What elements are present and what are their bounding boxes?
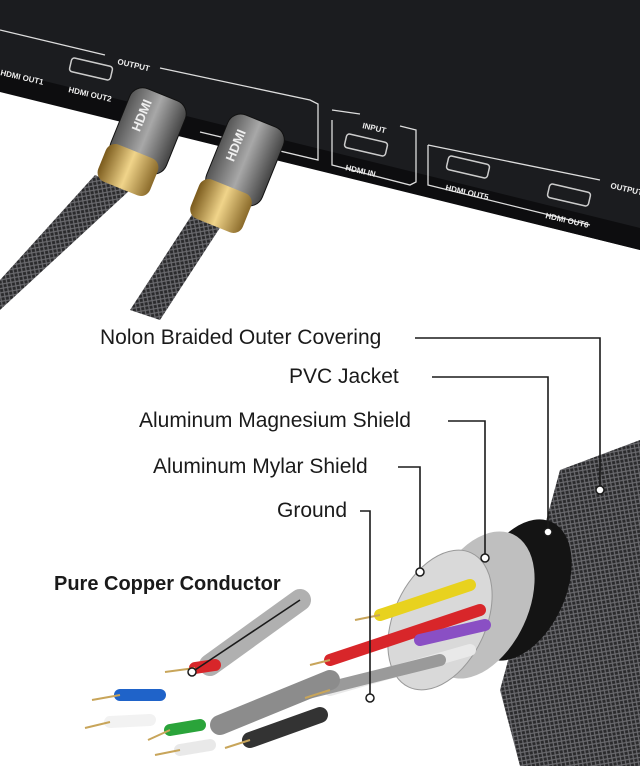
- callout-copper-conductor: Pure Copper Conductor: [54, 573, 281, 595]
- callout-ground: Ground: [277, 499, 348, 522]
- callout-pvc-jacket: PVC Jacket: [289, 365, 399, 388]
- hdmi-cable-plugs: HDMI HDMI: [0, 87, 285, 320]
- callout-magnesium-shield: Aluminum Magnesium Shield: [139, 409, 411, 432]
- callout-dots: [187, 485, 605, 703]
- callout-mylar-shield: Aluminum Mylar Shield: [153, 455, 368, 478]
- cable-cross-section: [84, 440, 640, 766]
- callout-leader-lines: [191, 337, 601, 698]
- callout-outer-covering: Nolon Braided Outer Covering: [100, 326, 382, 349]
